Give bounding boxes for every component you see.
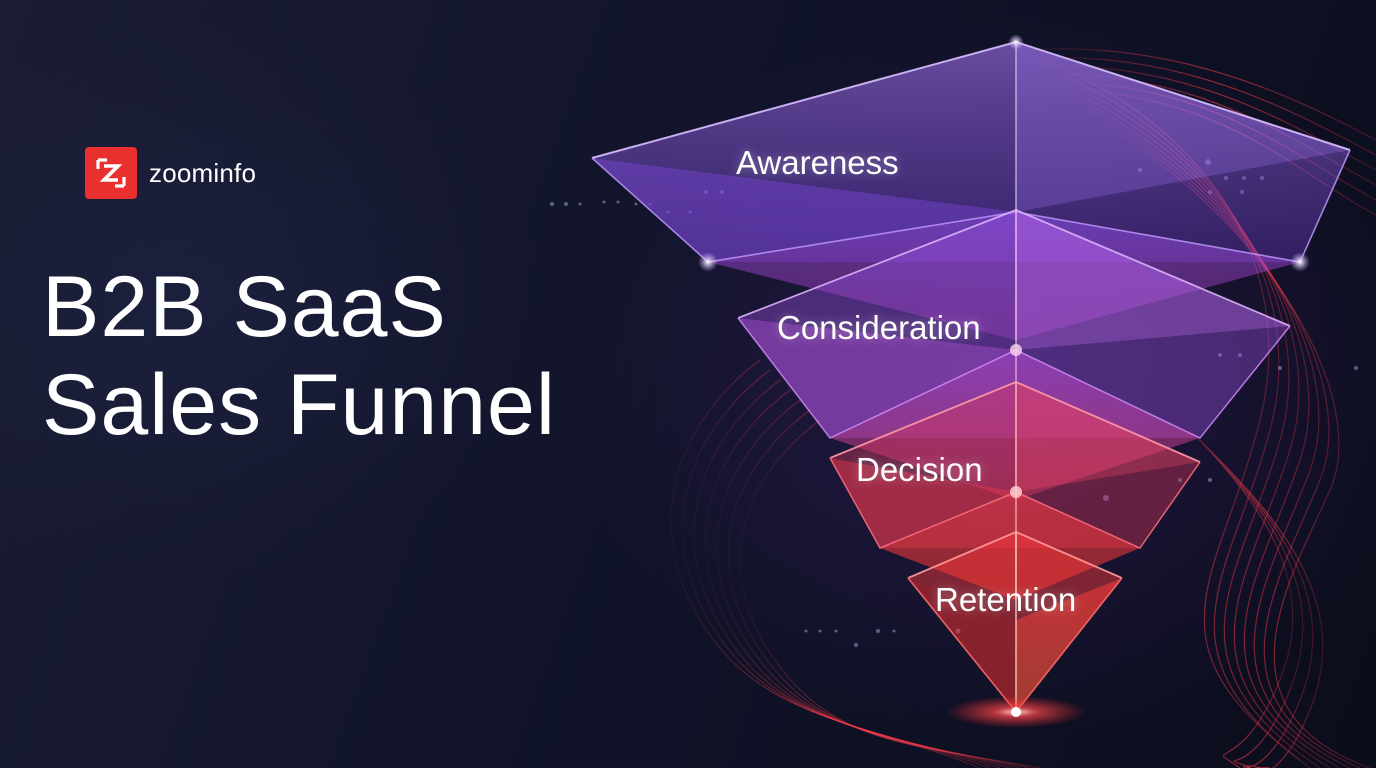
title-line-1: B2B SaaS: [42, 259, 447, 355]
page-title: B2B SaaS Sales Funnel: [42, 258, 556, 454]
logo-mark: [96, 158, 126, 188]
funnel-stage-retention: [907, 531, 1123, 714]
brand: zoominfo: [85, 147, 256, 199]
stage-label-consideration: Consideration: [777, 309, 981, 346]
title-line-2: Sales Funnel: [42, 357, 556, 453]
funnel-tip-light: [1011, 707, 1021, 717]
funnel-stage-consideration: [737, 209, 1291, 500]
funnel-stage-decision: [829, 381, 1201, 600]
stage-label-decision: Decision: [856, 451, 983, 488]
stage-label-awareness: Awareness: [736, 144, 899, 181]
stage-label-retention: Retention: [935, 581, 1077, 618]
funnel-stage-awareness: [591, 34, 1351, 340]
zoominfo-logo-icon: [85, 147, 137, 199]
brand-name: zoominfo: [149, 157, 257, 188]
